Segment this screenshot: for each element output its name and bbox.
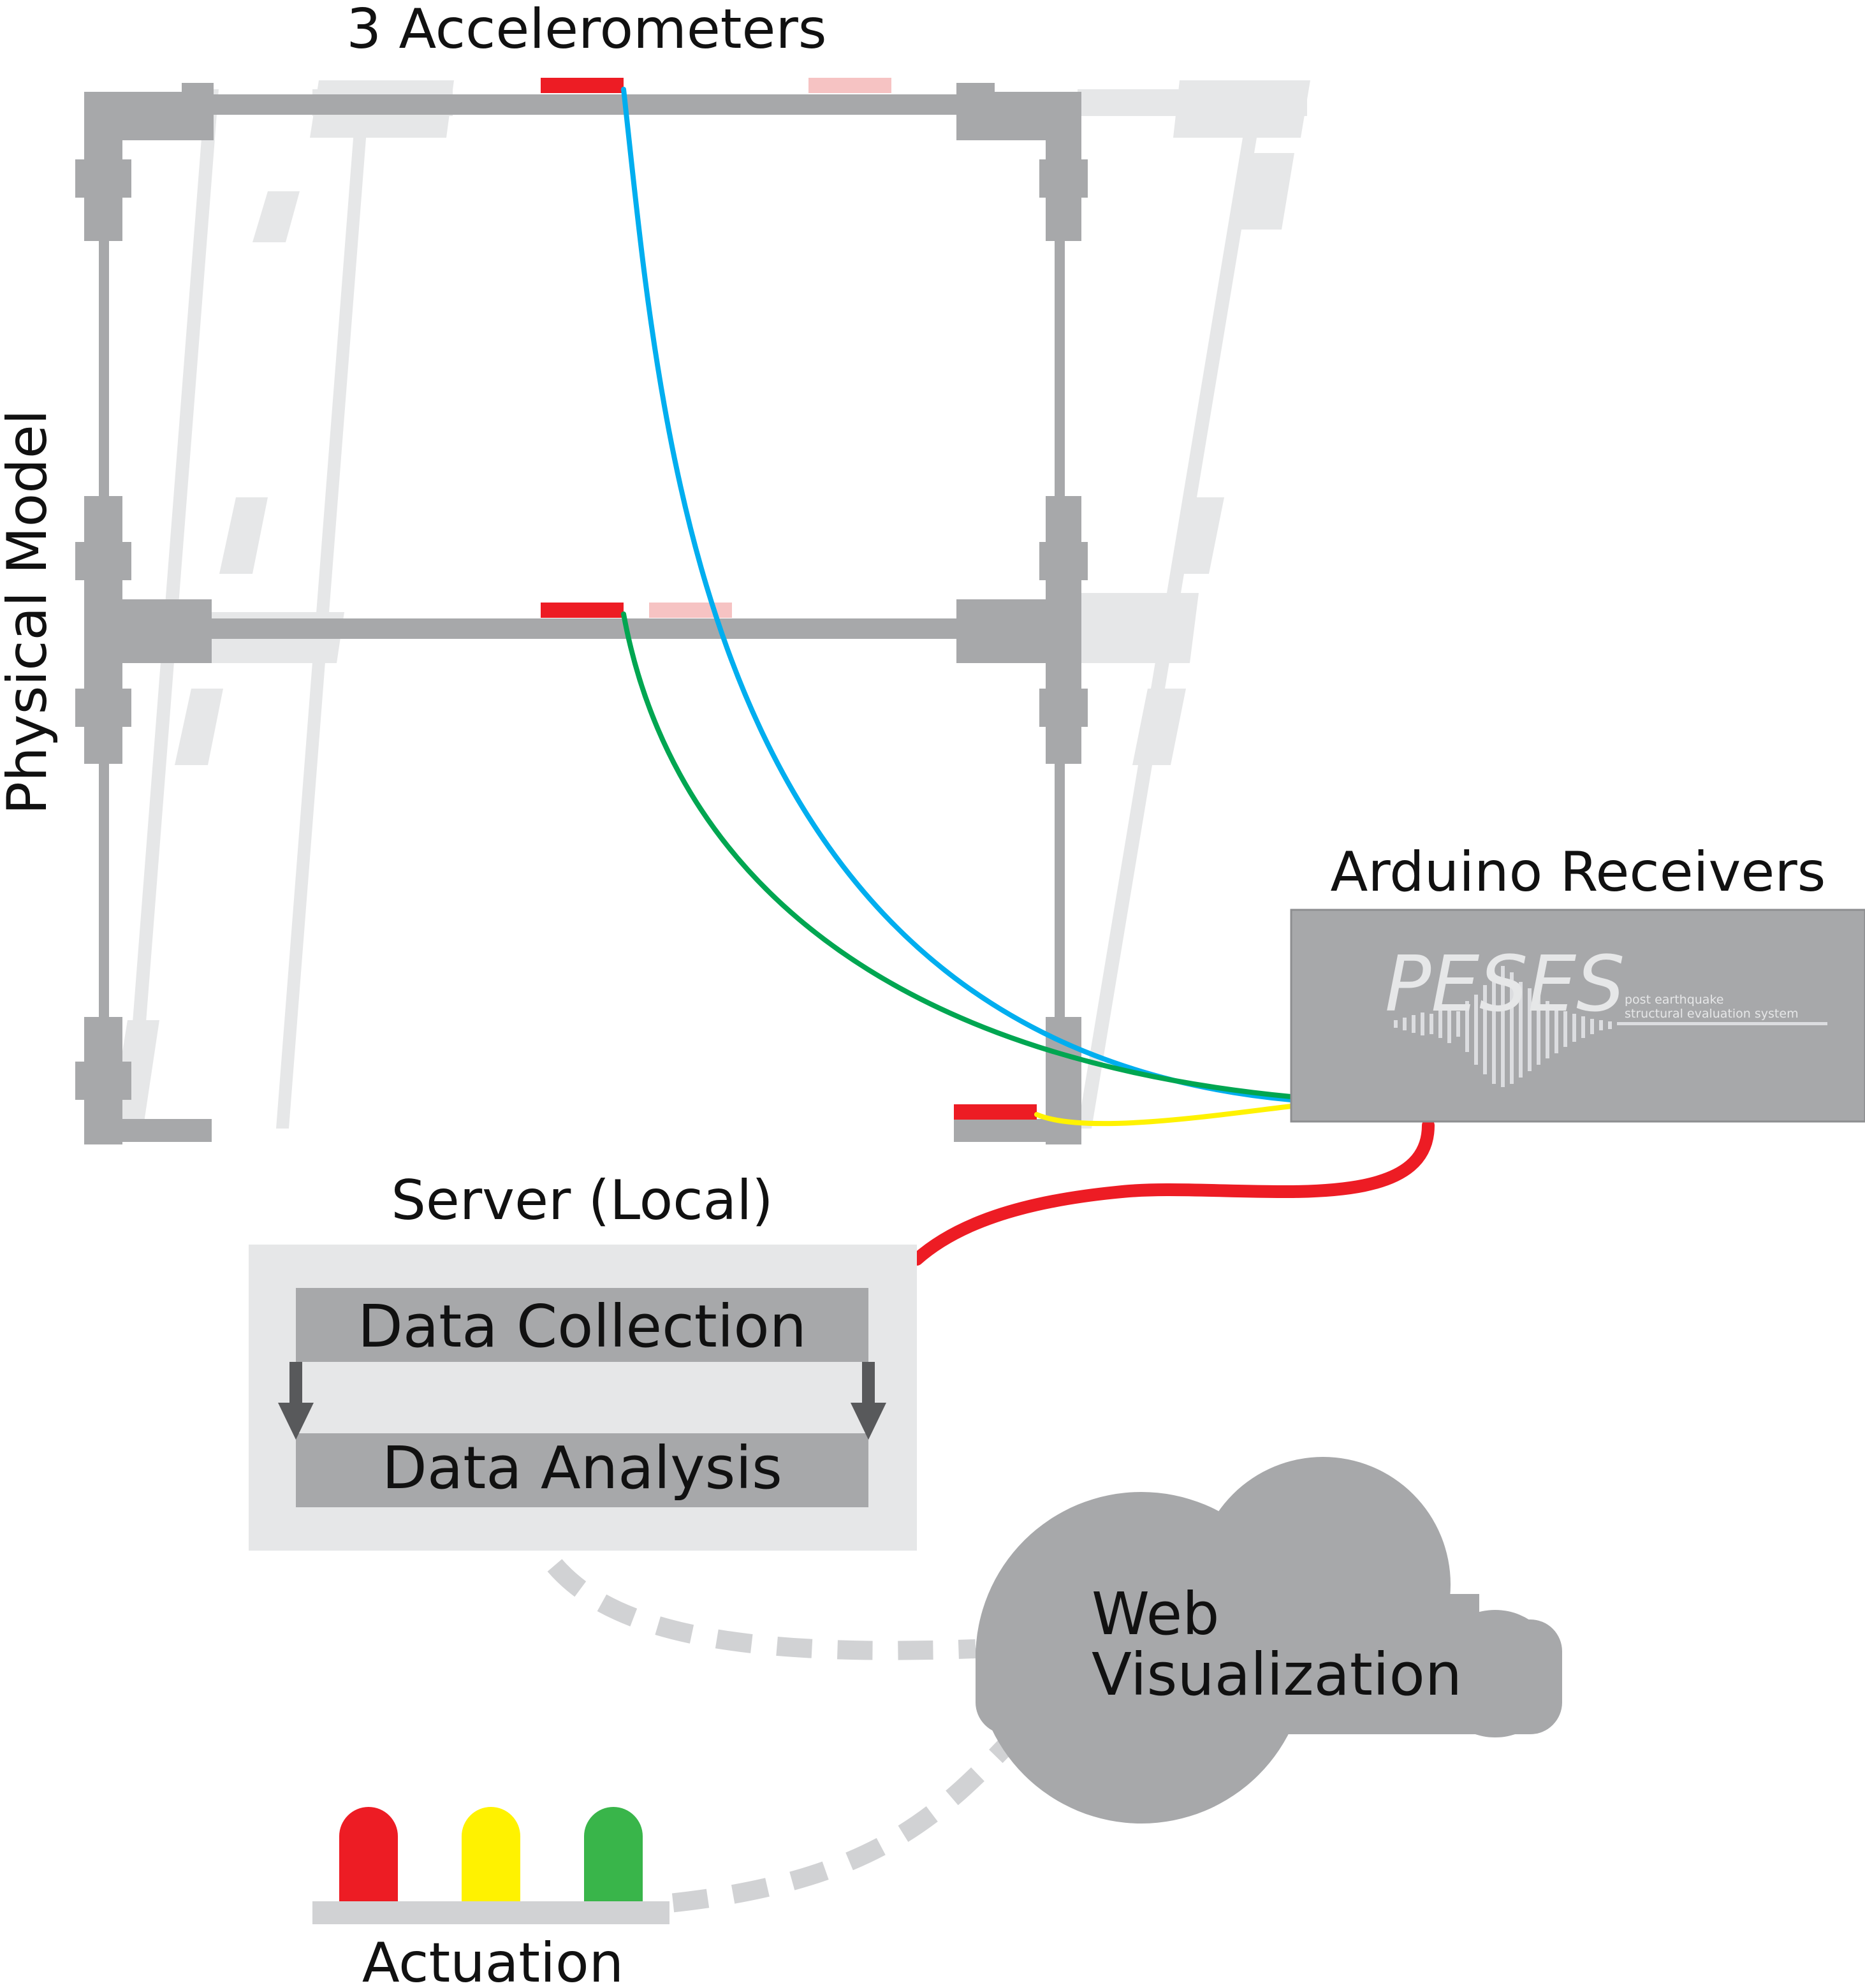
web-visualization-label-line2: Visualization [1092, 1641, 1462, 1709]
seismic-waveform-icon [1394, 966, 1827, 1087]
data-analysis-box [296, 1433, 868, 1507]
led-base [312, 1901, 669, 1924]
physical-model-label: Physical Model [0, 409, 59, 814]
peses-tagline-line1: post earthquake [1625, 993, 1723, 1007]
dashed-web-to-actuation [668, 1724, 1027, 1913]
actuation-label: Actuation [362, 1931, 624, 1985]
accelerometer-middle [541, 603, 624, 618]
led-yellow [462, 1807, 520, 1901]
accelerometer-top-ghost [808, 78, 891, 93]
web-visualization-label-line1: Web [1092, 1580, 1220, 1648]
data-collection-label: Data Collection [358, 1292, 807, 1361]
arrow-down-icon [278, 1362, 886, 1440]
traffic-light-icon [312, 1807, 669, 1924]
server-box: Data Collection Data Analysis [249, 1245, 917, 1551]
accelerometers-label: 3 Accelerometers [346, 0, 826, 61]
accelerometer-base [954, 1104, 1037, 1120]
wire-blue [621, 87, 1294, 1102]
peses-logo-text: PESES [1385, 940, 1625, 1029]
data-collection-box [296, 1288, 868, 1362]
accelerometers [541, 78, 1037, 1120]
wire-red-server [911, 1119, 1435, 1266]
data-analysis-label: Data Analysis [382, 1434, 782, 1502]
led-red [339, 1807, 398, 1901]
server-label: Server (Local) [391, 1169, 773, 1232]
arduino-receivers-label: Arduino Receivers [1331, 840, 1826, 904]
arduino-receivers-box: PESES post earthquake structural evaluat… [1290, 909, 1865, 1123]
ghost-frame-right [1078, 80, 1310, 1129]
cloud-icon [976, 1457, 1562, 1824]
wire-green [621, 611, 1294, 1099]
peses-tagline-line2: structural evaluation system [1625, 1007, 1799, 1021]
led-green [584, 1807, 643, 1901]
wire-yellow [1034, 1104, 1294, 1127]
accelerometer-middle-ghost [649, 603, 732, 618]
accelerometer-top [541, 78, 624, 93]
sensor-wires [621, 87, 1294, 1127]
web-connectors [547, 1559, 1027, 1913]
physical-model-frame [75, 83, 1088, 1144]
dashed-server-to-web [547, 1559, 976, 1660]
